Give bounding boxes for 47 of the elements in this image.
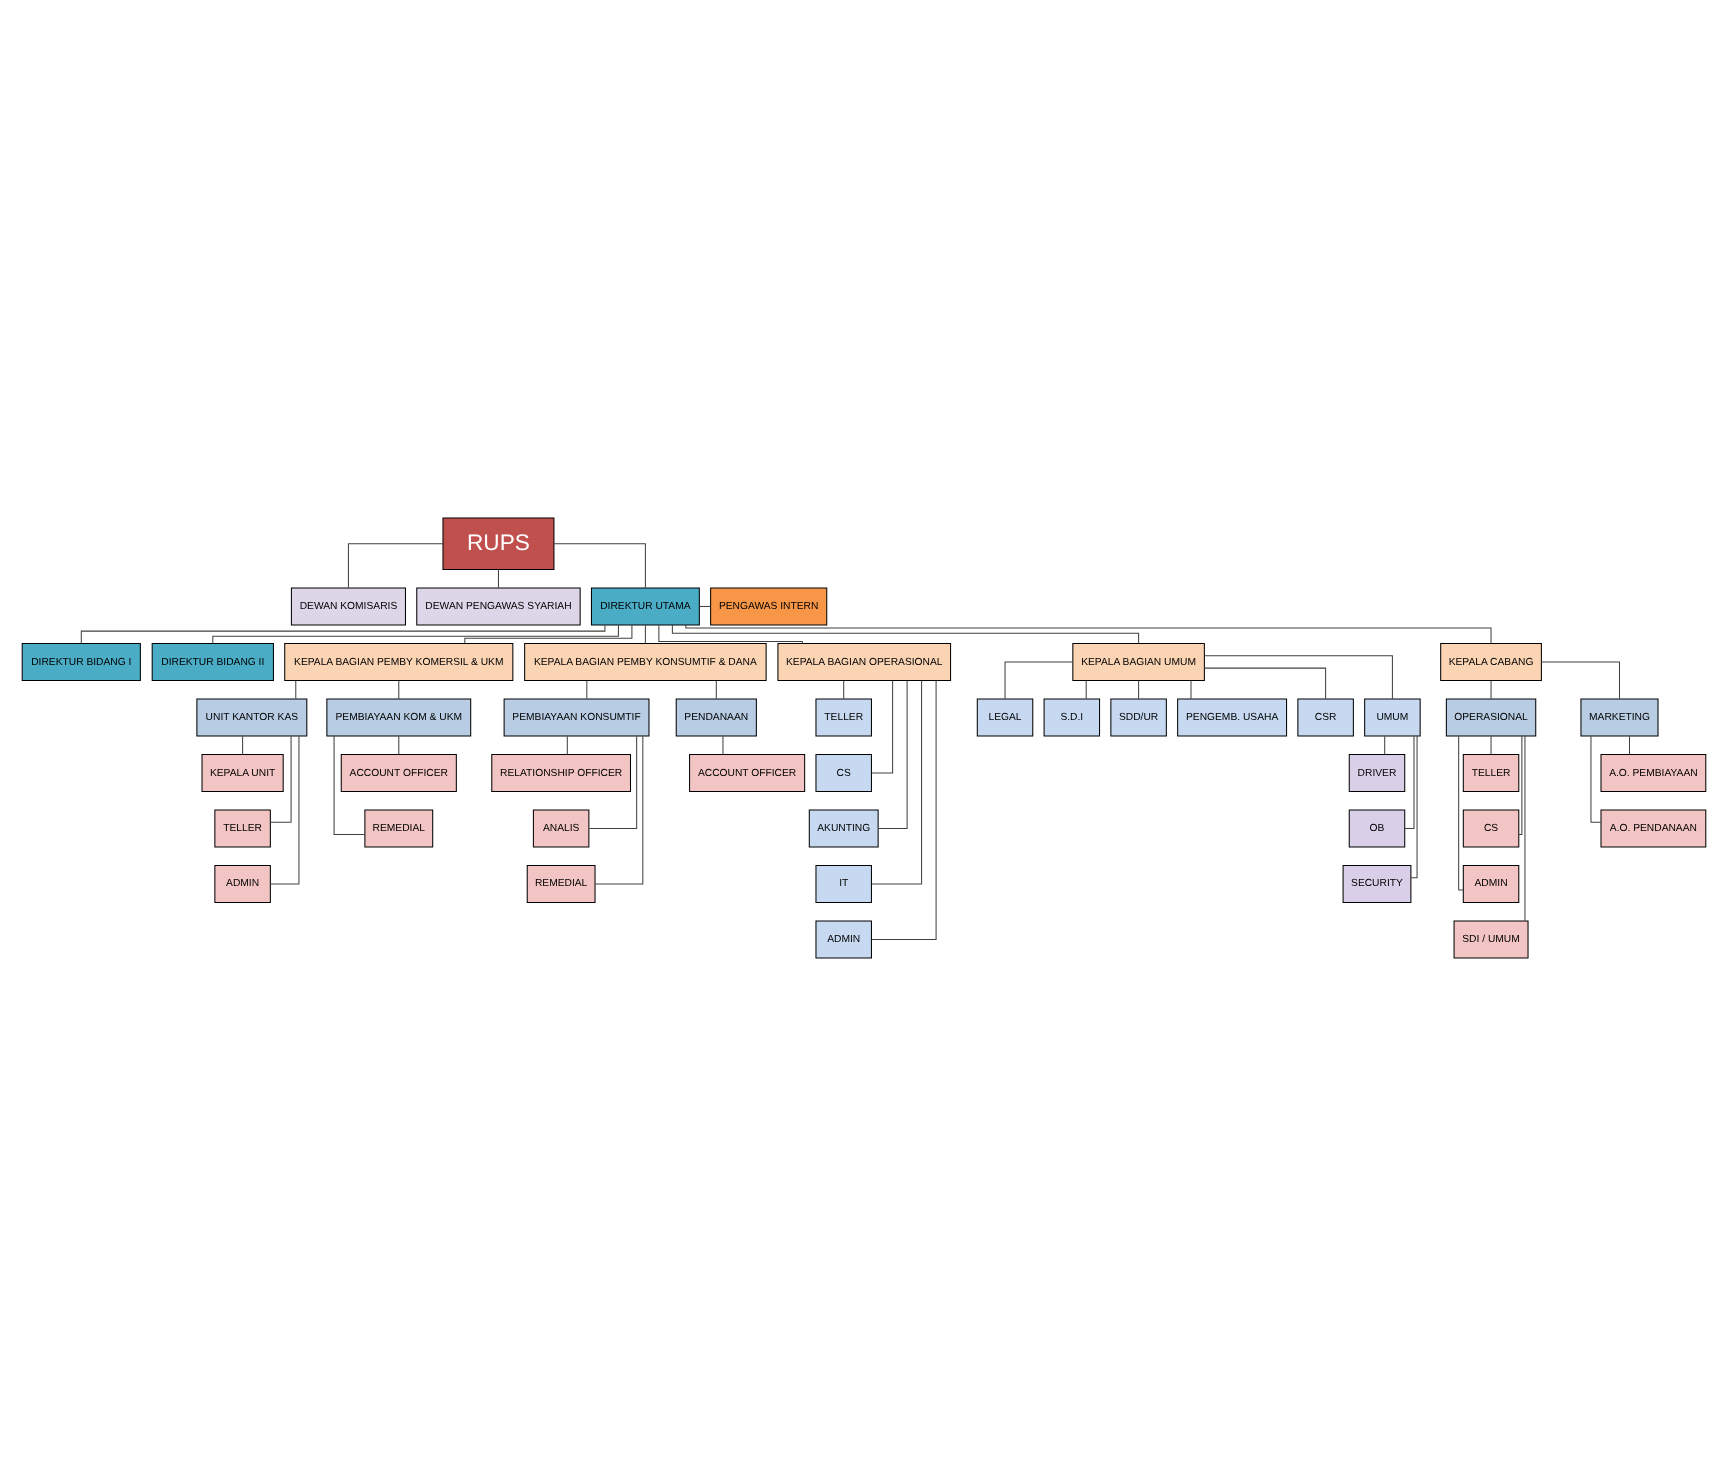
connector [588,734,638,828]
connector [269,734,300,884]
connector [553,542,646,588]
connector [658,623,803,643]
connector [566,734,568,754]
connector [644,623,646,643]
connector [871,679,894,773]
connector [715,679,717,699]
connector [1590,734,1602,822]
connector [877,679,908,828]
connector [871,679,937,939]
connector [1190,679,1192,699]
connector [698,604,711,606]
connector [1490,734,1492,754]
connector [497,568,499,588]
node-box: RUPS [442,516,555,569]
connector [347,542,444,588]
connector [1138,679,1140,699]
connector [1629,734,1630,754]
connector [270,734,292,822]
connector [1518,734,1523,835]
connector [1540,660,1620,699]
connector [685,623,1492,643]
connector [843,679,845,699]
connector [1085,679,1087,699]
connector [333,734,366,835]
connector [871,679,923,884]
connector [722,734,724,754]
connector [398,679,400,699]
connector [1524,734,1526,921]
connector [1458,734,1464,890]
connector [398,734,400,754]
connector [1204,666,1327,699]
connector [1410,734,1418,878]
connector [1004,660,1074,699]
connector [1404,734,1415,828]
connector [80,623,606,643]
connector [1204,654,1393,699]
connector [1490,679,1492,699]
connector [586,679,588,699]
connector [671,623,1140,643]
connector [1384,734,1386,754]
connector [594,734,644,884]
connector [464,623,633,643]
connector [212,623,619,643]
connector [295,679,297,699]
connector [242,734,244,754]
